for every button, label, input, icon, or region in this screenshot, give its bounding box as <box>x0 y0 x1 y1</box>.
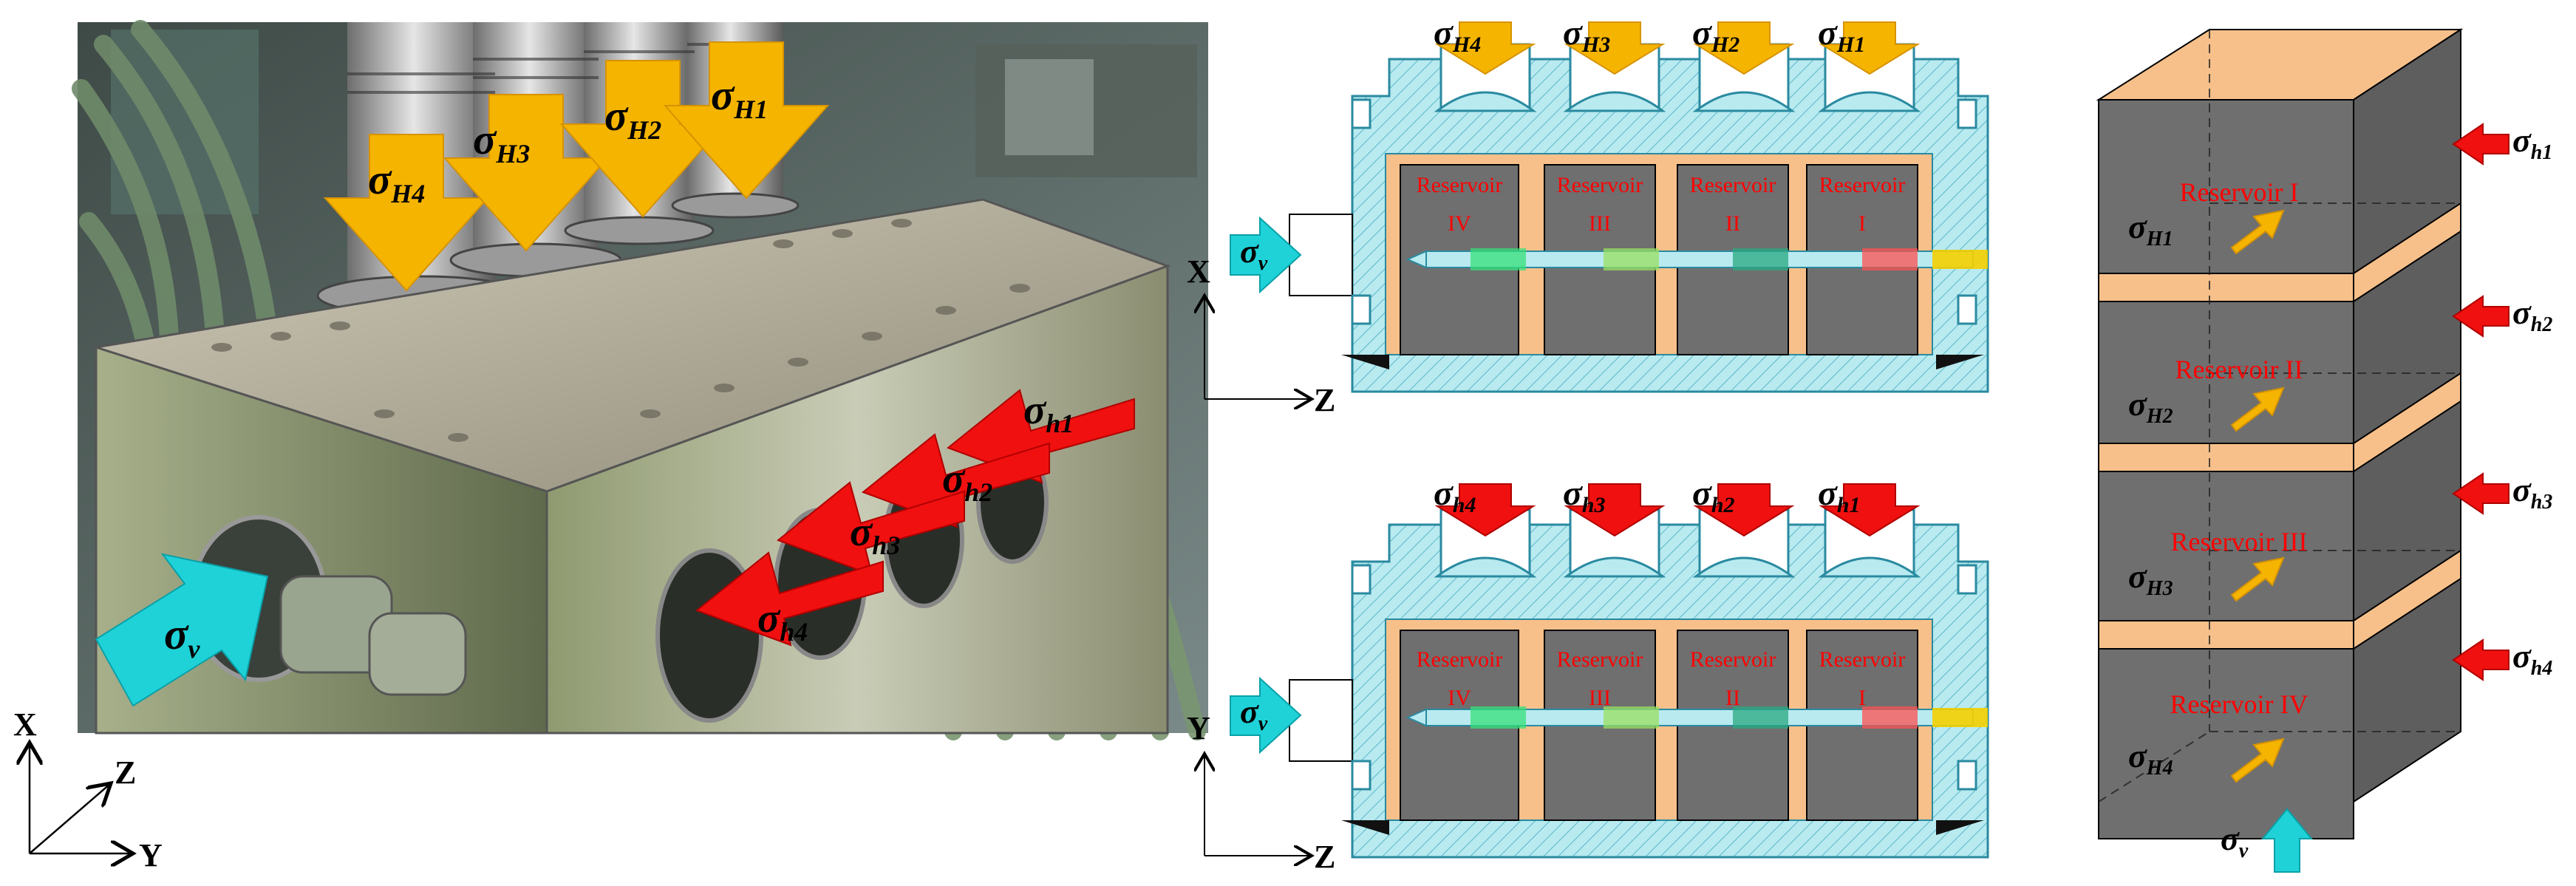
top-section-arrow-H1 <box>1819 21 1921 75</box>
bottom-section-reservoir-3-numeral: III <box>1589 686 1611 710</box>
block-label-vertical-stress: σv <box>2221 819 2249 862</box>
photo-label-vertical-stress: σv <box>164 610 200 664</box>
top-section-arrow-H3 <box>1564 21 1666 75</box>
photo-axis-y-label: Y <box>139 837 163 873</box>
top-section-axis-horizontal-label: Z <box>1314 382 1335 418</box>
block-arrow-H4 <box>2230 737 2285 783</box>
top-section-reservoir-3-word: Reservoir <box>1557 173 1643 197</box>
photo-arrow-H1 <box>663 41 830 200</box>
photo-min-horizontal-arrows <box>695 389 1135 647</box>
bottom-section-arrow-h4 <box>1434 483 1536 537</box>
top-section-reservoir-2-numeral: II <box>1725 211 1740 236</box>
bottom-section-label-h3: σh3 <box>1563 474 1606 517</box>
top-section-label-H2: σH2 <box>1692 13 1740 57</box>
block-arrow-h2 <box>2452 295 2509 338</box>
block-label-h1: σh1 <box>2512 121 2552 164</box>
true-triaxial-block <box>95 198 1171 735</box>
photo-label-H2: σH2 <box>604 92 661 145</box>
photo-label-h2: σh2 <box>942 456 992 507</box>
top-section-axis-vertical-label: X <box>1187 253 1210 290</box>
photo-label-H3: σH3 <box>473 115 530 168</box>
bottom-section-axis-vertical-label: Y <box>1187 710 1210 746</box>
top-section-label-H1: σH1 <box>1818 13 1865 57</box>
apparatus-photo: σH4 σH3 σH2 σH1 σh1 σh2 σh3 σh4 σv <box>72 20 1208 740</box>
top-section-reservoir-1-numeral: I <box>1858 211 1866 236</box>
photo-axis-z-label: Z <box>115 754 136 791</box>
photo-arrow-H2 <box>559 60 726 218</box>
block-layer-1-name: Reservoir I <box>2180 177 2299 207</box>
top-section-arrow-H2 <box>1693 21 1795 75</box>
bottom-section-reservoir-1-word: Reservoir <box>1819 647 1906 672</box>
top-section-reservoir-4-word: Reservoir <box>1417 173 1503 197</box>
block-layer-4-name: Reservoir IV <box>2170 689 2308 719</box>
block-arrow-H1 <box>2230 209 2285 255</box>
bottom-section-arrow-vertical-stress <box>1230 676 1302 754</box>
photo-label-H4: σH4 <box>368 155 425 208</box>
block-label-H1: σH1 <box>2128 208 2173 251</box>
block-arrow-h4 <box>2452 638 2509 681</box>
block-label-h3: σh3 <box>2512 471 2552 514</box>
bottom-section-reservoir-3-word: Reservoir <box>1557 647 1643 672</box>
block-arrow-H2 <box>2230 386 2285 432</box>
photo-max-horizontal-arrows <box>323 41 830 292</box>
block-arrow-h1 <box>2452 123 2509 166</box>
bottom-section-arrow-h3 <box>1564 483 1666 537</box>
top-section-reservoir-2-word: Reservoir <box>1690 173 1776 197</box>
top-section-reservoir-4-numeral: IV <box>1448 211 1471 236</box>
bottom-section-label-h4: σh4 <box>1434 474 1476 517</box>
block-label-H4: σH4 <box>2128 737 2173 780</box>
top-section-arrow-H4 <box>1434 21 1536 75</box>
photo-arrow-H4 <box>323 134 490 292</box>
bottom-section-reservoir-4-word: Reservoir <box>1417 647 1503 672</box>
photo-arrow-vertical-stress <box>95 553 269 707</box>
block-label-h4: σh4 <box>2512 637 2552 680</box>
photo-label-h4: σh4 <box>757 596 808 647</box>
block-layer-2-name: Reservoir II <box>2175 355 2303 384</box>
bottom-section-arrow-h2 <box>1693 483 1795 537</box>
photo-axes: X Z Y <box>13 706 163 873</box>
layered-block-diagram <box>2096 28 2509 873</box>
photo-arrow-h3 <box>776 481 965 576</box>
bottom-section-reservoir-1-numeral: I <box>1858 686 1866 710</box>
top-section-reservoir-1-word: Reservoir <box>1819 173 1906 197</box>
photo-arrow-h4 <box>695 551 884 647</box>
block-layer-3-name: Reservoir III <box>2171 527 2308 556</box>
block-arrow-vertical-stress <box>2260 808 2314 873</box>
top-section-label-vertical-stress: σv <box>1240 232 1268 275</box>
bottom-section-reservoir-2-word: Reservoir <box>1690 647 1776 672</box>
top-section-label-H4: σH4 <box>1434 13 1481 57</box>
photo-label-H1: σH1 <box>711 71 768 124</box>
block-label-h2: σh2 <box>2512 293 2552 336</box>
top-section-label-H3: σH3 <box>1563 13 1610 57</box>
bottom-section-arrow-h1 <box>1819 483 1921 537</box>
bottom-section-label-vertical-stress: σv <box>1240 692 1268 735</box>
photo-arrow-H3 <box>443 94 610 252</box>
photo-axis-x-label: X <box>13 706 37 743</box>
top-section-arrow-vertical-stress <box>1230 216 1302 294</box>
bottom-section-reservoir-4-numeral: IV <box>1448 686 1471 710</box>
bottom-section-reservoir-2-numeral: II <box>1725 686 1740 710</box>
block-label-H2: σH2 <box>2128 385 2173 428</box>
block-label-H3: σH3 <box>2128 557 2173 600</box>
block-arrow-h3 <box>2452 472 2509 515</box>
cross-section-yz <box>1230 483 1989 859</box>
cross-section-labels: σH4 σH3 σH2 σH1 σv Reservoir IV Reservoi… <box>1187 13 1905 875</box>
block-arrow-H3 <box>2230 556 2285 602</box>
photo-label-h1: σh1 <box>1023 387 1074 438</box>
photo-label-h3: σh3 <box>850 509 900 560</box>
bottom-section-label-h2: σh2 <box>1692 474 1735 517</box>
layered-block-labels: Reservoir I Reservoir II Reservoir III R… <box>2128 121 2552 862</box>
bottom-section-axis-horizontal-label: Z <box>1314 839 1335 875</box>
top-section-reservoir-3-numeral: III <box>1589 211 1611 236</box>
cross-section-xz <box>1230 21 1989 393</box>
bottom-section-label-h1: σh1 <box>1818 474 1861 517</box>
